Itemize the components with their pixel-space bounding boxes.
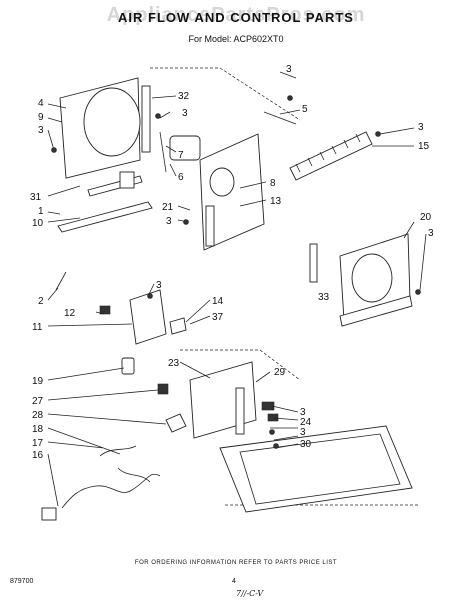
ordering-note: FOR ORDERING INFORMATION REFER TO PARTS …	[134, 560, 338, 566]
screw	[287, 95, 293, 101]
control-box	[189, 361, 257, 439]
control-bulkhead	[199, 133, 265, 251]
callout-13: 13	[270, 196, 282, 207]
bulkhead-motor-opening	[209, 167, 235, 197]
callout-3: 3	[418, 122, 424, 133]
callout-6: 6	[178, 172, 184, 183]
callout-3: 3	[300, 427, 306, 438]
callout-2: 2	[38, 296, 44, 307]
watermark: AppliancePartsPros.com	[106, 4, 366, 26]
callout-11: 11	[32, 322, 43, 333]
callout-16: 16	[32, 450, 44, 461]
fan-shroud-ring	[83, 87, 141, 157]
callout-3: 3	[166, 216, 172, 227]
callout-3: 3	[300, 407, 306, 418]
screw	[51, 147, 57, 153]
base-pan-inner	[239, 433, 401, 505]
control-bracket	[129, 289, 167, 345]
callout-29: 29	[274, 367, 286, 378]
terminal-block	[267, 413, 279, 422]
callout-4: 4	[38, 98, 44, 109]
callout-3: 3	[428, 228, 434, 239]
callout-10: 10	[32, 218, 44, 229]
callout-24: 24	[300, 417, 312, 428]
screw	[269, 429, 275, 435]
screw	[273, 443, 279, 449]
callout-15: 15	[418, 141, 430, 152]
relay	[261, 401, 275, 411]
callout-23: 23	[168, 358, 180, 369]
screw	[183, 219, 189, 225]
callout-30: 30	[300, 439, 312, 450]
callout-27: 27	[32, 396, 44, 407]
mount-block	[119, 171, 135, 189]
callout-3: 3	[156, 280, 162, 291]
vertical-seal-strip	[309, 243, 318, 283]
screw	[415, 289, 421, 295]
capacitor	[169, 135, 201, 161]
selector-switch	[157, 383, 169, 395]
callout-33: 33	[318, 292, 330, 303]
air-filter-grille	[289, 131, 373, 181]
power-cord	[61, 473, 161, 509]
callout-3: 3	[286, 64, 292, 75]
callout-5: 5	[302, 104, 308, 115]
callout-3: 3	[38, 125, 44, 136]
bulkhead-leg	[205, 205, 215, 247]
callout-17: 17	[32, 438, 44, 449]
bracket-spring	[55, 271, 67, 291]
callout-28: 28	[32, 410, 44, 421]
seal-strip	[141, 85, 151, 153]
rotary-knob	[169, 317, 187, 335]
leader-lines	[47, 71, 427, 507]
control-box-bracket	[235, 387, 245, 435]
right-fan-ring	[351, 253, 393, 303]
callout-19: 19	[32, 376, 44, 387]
capacitor-bracket	[159, 131, 167, 173]
handwritten-note: 7//-C-V	[236, 589, 264, 598]
screw	[147, 293, 153, 299]
linkage-rod	[263, 111, 297, 125]
callout-12: 12	[64, 308, 76, 319]
callout-8: 8	[270, 178, 276, 189]
detent-clip	[99, 305, 111, 315]
callout-37: 37	[212, 312, 224, 323]
wire-harness	[99, 445, 151, 483]
callout-31: 31	[30, 192, 42, 203]
callout-9: 9	[38, 112, 44, 123]
callout-32: 32	[178, 91, 190, 102]
callout-18: 18	[32, 424, 44, 435]
thermostat	[165, 413, 187, 433]
grille-hatching	[295, 133, 361, 173]
diagram-title: AIR FLOW AND CONTROL PARTS	[118, 10, 354, 25]
document-number: 879700	[10, 578, 34, 585]
callout-20: 20	[420, 212, 432, 223]
callout-14: 14	[212, 296, 224, 307]
callout-7: 7	[178, 150, 184, 161]
screw	[155, 113, 161, 119]
callout-3: 3	[182, 108, 188, 119]
callout-21: 21	[162, 202, 174, 213]
cord-plug	[41, 507, 57, 521]
base-rail	[57, 201, 153, 233]
page-number: 4	[232, 578, 236, 585]
base-pan	[219, 425, 413, 513]
model-line: For Model: ACP602XT0	[188, 34, 284, 44]
control-knob	[121, 357, 135, 375]
callout-1: 1	[38, 206, 44, 217]
screw	[375, 131, 381, 137]
right-panel-base	[339, 295, 413, 327]
